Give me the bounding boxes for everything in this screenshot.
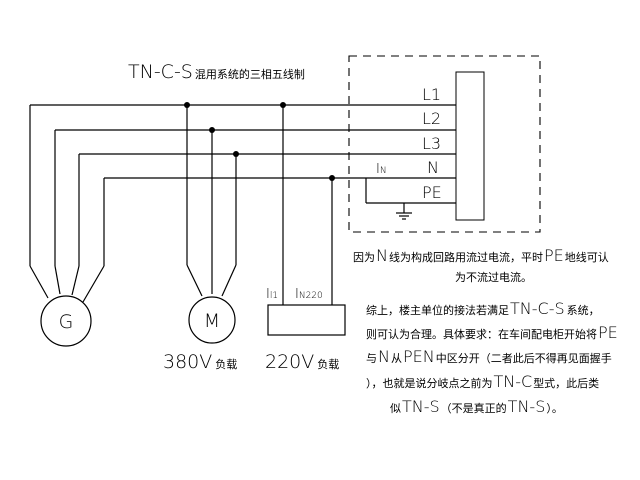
label-l1: L1 — [422, 85, 441, 104]
note2-line4: ），也就是说分岐点之前为TN-C型式，此后类 — [366, 372, 599, 391]
junction-dot — [329, 175, 335, 181]
note2-line5: 似TN-S（不是真正的TN-S）。 — [390, 397, 563, 416]
label-i-n220: IN220 — [295, 287, 323, 302]
label-l3: L3 — [422, 134, 441, 153]
generator-label: G — [59, 311, 74, 333]
label-l2: L2 — [422, 109, 441, 128]
note2-line3: 与N从PEN中区分开（二者此后不得再见面握手 — [366, 347, 612, 366]
label-pe: PE — [422, 183, 442, 202]
note2-line2: 则可认为合理。具体要求：在车间配电柜开始将PE — [366, 323, 618, 342]
junction-dot — [184, 102, 190, 108]
junction-dot — [280, 102, 286, 108]
label-i-l1: Il1 — [266, 287, 278, 302]
single-phase-load-box — [267, 304, 346, 336]
label-n: N — [427, 158, 439, 177]
title-system-name: TN-C-S — [128, 61, 193, 83]
distribution-box — [348, 55, 541, 233]
motor-leads — [186, 105, 237, 297]
motor-label: M — [204, 310, 220, 332]
note1-line2: 为不流过电流。 — [455, 270, 532, 284]
motor-symbol — [188, 296, 236, 344]
note1-line1: 因为N线为构成回路用流过电流，平时PE地线可认 — [353, 246, 609, 265]
terminal-block — [455, 71, 485, 221]
generator-leads — [29, 105, 105, 303]
label-in: IN — [376, 162, 387, 177]
generator-symbol — [40, 295, 92, 347]
junction-dot — [209, 127, 215, 133]
earth-ground-icon — [396, 212, 412, 220]
title-description: 混用系统的三相五线制 — [195, 67, 305, 81]
junction-dot — [233, 151, 239, 157]
